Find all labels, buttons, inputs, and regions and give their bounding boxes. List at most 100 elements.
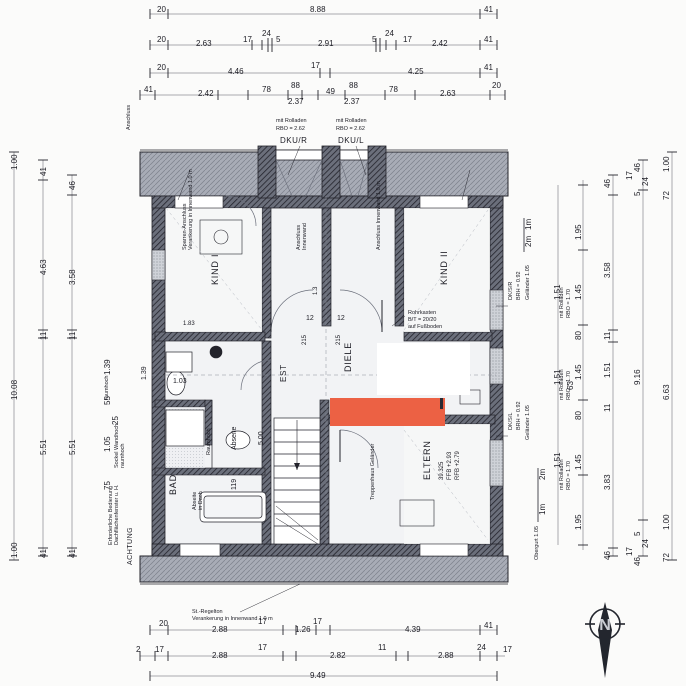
dim-left-1-1: 10.08 bbox=[10, 379, 19, 400]
dim-right-4-0: 1.95 bbox=[574, 224, 583, 240]
window-label-r1-2: RBO = 1.70 bbox=[566, 289, 572, 318]
dim-top-4-5: 49 bbox=[326, 87, 335, 96]
dim-top-2-9: 2.42 bbox=[432, 39, 448, 48]
angle-left-label: 12 bbox=[306, 315, 314, 322]
dim-bot-2-5: 11 bbox=[378, 643, 387, 652]
scale-marker-1m-left: 1m bbox=[524, 219, 533, 230]
window-label-r3-1: mit Rolladen bbox=[559, 459, 565, 490]
note-139: 1.39 bbox=[141, 366, 148, 380]
dim-right-4-6: 1.45 bbox=[574, 454, 583, 470]
angle-215a-label: 215 bbox=[302, 334, 308, 345]
window-label-r2-1: mit Rolladen bbox=[559, 369, 565, 400]
dim-bot-1-4: 17 bbox=[313, 617, 322, 626]
window-label-right-mid-1: DK/S/L bbox=[508, 413, 514, 430]
dim-right-2-6: 24 bbox=[641, 539, 650, 548]
scale-marker-1m-right: 1m bbox=[538, 504, 547, 515]
dim-right-3-5: 3.83 bbox=[603, 474, 612, 490]
annotation-st-regel-2: Verankerung in Innenwand 1.0 m bbox=[192, 616, 273, 622]
dim-left-3-4: 41 bbox=[68, 549, 77, 558]
dim-top-2-10: 41 bbox=[484, 35, 493, 44]
note-500: 5.00 bbox=[258, 431, 265, 445]
room-label-diele: DIELE bbox=[343, 342, 353, 372]
dim-top-4-9: 2.63 bbox=[440, 89, 456, 98]
dim-top-2-3: 24 bbox=[262, 29, 271, 38]
dim-right-5-2: 1.51 bbox=[553, 452, 562, 468]
window-label-top-right-line1: mit Rolladen bbox=[336, 118, 367, 124]
dim-right-4-3: 1.45 bbox=[574, 364, 583, 380]
dim-top-4-4: 2.37 bbox=[288, 97, 304, 106]
dim-left-4-3: 1.05 bbox=[103, 436, 112, 452]
dim-right-4-5: 80 bbox=[574, 411, 583, 420]
dim-right-4-1: 1.45 bbox=[574, 284, 583, 300]
annotation-mid-vert-2: Innenwand bbox=[302, 223, 308, 250]
room-area-eltern: 39.325 bbox=[439, 461, 445, 480]
dim-left-2-1: 4.63 bbox=[39, 259, 48, 275]
white-redaction-overlay bbox=[377, 343, 470, 395]
annotation-st-regel-1: St.-Regelton bbox=[192, 609, 223, 615]
dim-bot-1-6: 41 bbox=[484, 621, 493, 630]
annotation-mid-vert-1: Anschluss bbox=[296, 225, 302, 250]
dim-left-4-2: 25 bbox=[111, 416, 120, 425]
dim-right-2-4: 9.16 bbox=[633, 369, 642, 385]
dim-right-1-1: 72 bbox=[662, 191, 671, 200]
dim-left-2-3: 5.51 bbox=[39, 439, 48, 455]
dim-right-5-1: 1.51 bbox=[553, 369, 562, 385]
north-arrow-icon: N bbox=[585, 602, 625, 678]
dim-right-2-1: 17 bbox=[625, 171, 634, 180]
dim-bot-1-0: 20 bbox=[159, 619, 168, 628]
room-label-bad: BAD bbox=[168, 474, 178, 495]
dim-top-1-2: 41 bbox=[484, 5, 493, 14]
annotation-left-vert-2: Verankerung in Innenwand 1.0 m bbox=[188, 169, 194, 250]
annotation-oberg: Obergurt 1.05 bbox=[534, 526, 540, 560]
dim-top-2-6: 5 bbox=[372, 35, 377, 44]
dim-top-4-6: 88 bbox=[349, 81, 358, 90]
dim-left-2-4: 41 bbox=[39, 549, 48, 558]
dim-top-2-4: 5 bbox=[276, 35, 281, 44]
window-label-r1-1: mit Rolladen bbox=[559, 287, 565, 318]
dim-bot-1-5: 4.39 bbox=[405, 625, 421, 634]
annotation-mauerhoch: raumhoch bbox=[104, 376, 110, 400]
annotation-erforderl-2: Dachflächenfenster u. H. bbox=[114, 484, 120, 545]
annotation-rohrkasten-l3: auf Fußboden bbox=[408, 324, 442, 330]
dim-right-2-8: 46 bbox=[633, 557, 642, 566]
orange-highlight-overlay[interactable] bbox=[330, 398, 445, 426]
dim-bot-2-1: 17 bbox=[155, 645, 164, 654]
window-code-top-left: DKU/R bbox=[280, 136, 307, 145]
dim-top-2-5: 2.91 bbox=[318, 39, 334, 48]
dim-left-2-0: 41 bbox=[39, 167, 48, 176]
annotation-rohrkasten-l2: B/T = 20/20 bbox=[408, 317, 437, 323]
dim-top-4-1: 2.42 bbox=[198, 89, 214, 98]
annotation-raumhoch: Raumhoch bbox=[206, 428, 212, 455]
annotation-stair-vert: Treppenhaus Geländer bbox=[370, 443, 376, 500]
dim-bot-1-2: 17 bbox=[258, 617, 267, 626]
annotation-mid2-vert: Anschluss Innenwand 1.0 m bbox=[376, 181, 382, 250]
dim-bot-2-4: 2.82 bbox=[330, 651, 346, 660]
annotation-rohrkasten-l1: Rohrkasten bbox=[408, 310, 436, 316]
dim-top-2-8: 17 bbox=[403, 35, 412, 44]
window-label-top-left-line2: RBO = 2.62 bbox=[276, 126, 305, 132]
dim-bot-2-2: 2.88 bbox=[212, 651, 228, 660]
angle-right-label: 12 bbox=[337, 315, 345, 322]
dim-right-2-0: 46 bbox=[633, 163, 642, 172]
dim-left-4-4: 75 bbox=[103, 481, 112, 490]
dim-right-3-4: 11 bbox=[603, 403, 612, 412]
dim-top-1-1: 8.88 bbox=[310, 5, 326, 14]
room-ffb-eltern: FFB +2.93 bbox=[447, 451, 453, 480]
dim-bot-1-3: 1.26 bbox=[295, 625, 311, 634]
orange-highlight-marker bbox=[440, 398, 443, 409]
dim-bot-2-7: 24 bbox=[477, 643, 486, 652]
dim-top-2-1: 2.63 bbox=[196, 39, 212, 48]
dim-right-3-0: 46 bbox=[603, 179, 612, 188]
window-label-top-left-line1: mit Rolladen bbox=[276, 118, 307, 124]
scale-marker-2m-right: 2m bbox=[538, 469, 547, 480]
dim-right-1-4: 72 bbox=[662, 553, 671, 562]
annotation-erforderl-1: Erforderliche Bedienung bbox=[108, 486, 114, 545]
annotation-bad-1: Abseite bbox=[192, 492, 198, 510]
dim-left-1-2: 1.00 bbox=[10, 542, 19, 558]
room-label-kind2: KIND II bbox=[439, 250, 449, 285]
dim-top-2-7: 24 bbox=[385, 29, 394, 38]
dim-left-3-0: 46 bbox=[68, 181, 77, 190]
note-103: 1.03 bbox=[173, 378, 187, 385]
dim-right-5-0: 1.51 bbox=[553, 284, 562, 300]
